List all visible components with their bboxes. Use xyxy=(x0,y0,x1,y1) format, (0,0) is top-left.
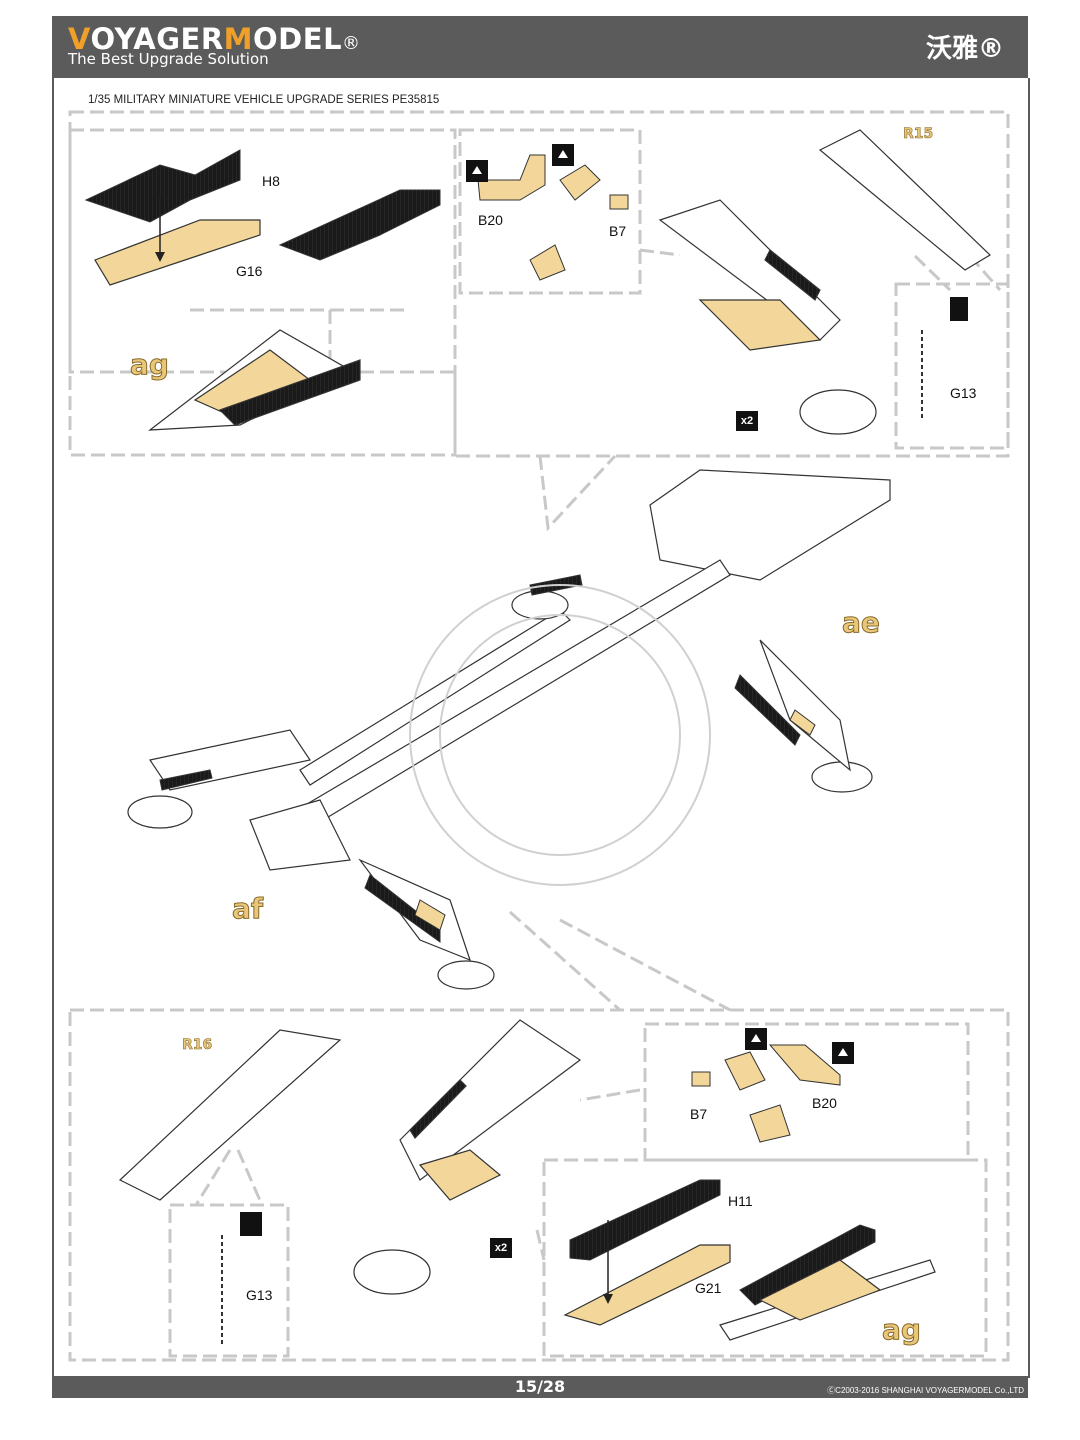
page-frame xyxy=(52,78,1030,1378)
label-b20-top: B20 xyxy=(478,212,503,228)
arrow-up-icon xyxy=(466,144,574,182)
copyright: ⒸC2003-2016 SHANGHAI VOYAGERMODEL Co.,LT… xyxy=(827,1386,1024,1395)
label-g13-bottom: G13 xyxy=(246,1287,273,1303)
label-h11: H11 xyxy=(728,1193,753,1209)
label-ag-bottom: ag xyxy=(882,1313,922,1347)
bottom-detail-frame xyxy=(68,1008,1010,1362)
g21-etched-frame xyxy=(563,1244,731,1326)
label-r15: R15 xyxy=(903,126,934,143)
chassis-plates xyxy=(414,709,816,931)
ag-arm-assembly xyxy=(148,329,361,431)
footer-bar: 15/28 ⒸC2003-2016 SHANGHAI VOYAGERMODEL … xyxy=(52,1376,1028,1398)
label-b20-bottom: B20 xyxy=(812,1095,837,1111)
voyager-watermark xyxy=(409,584,711,886)
multiplier-x2-top: x2 xyxy=(736,411,758,431)
series-title: 1/35 MILITARY MINIATURE VEHICLE UPGRADE … xyxy=(88,94,440,106)
r15-arm xyxy=(818,129,991,271)
ag-arm-bottom xyxy=(719,1259,936,1341)
top-leg-assembly xyxy=(658,199,877,435)
h8-brush-strip xyxy=(84,149,441,261)
label-g16: G16 xyxy=(236,263,263,279)
label-g21: G21 xyxy=(695,1280,722,1296)
page-number: 15/28 xyxy=(514,1377,566,1396)
b7-b20-parts-bottom xyxy=(691,1044,841,1143)
top-detail-frame xyxy=(68,110,1010,458)
brand-logo: VOYAGERMODEL® xyxy=(68,22,361,56)
bottom-leg-assembly xyxy=(353,1019,582,1295)
label-ae: ae xyxy=(842,606,881,640)
tool-icon-bottom xyxy=(240,1212,262,1236)
r16-arm xyxy=(118,1029,342,1201)
b20-b7-parts xyxy=(477,154,629,281)
header-bar: VOYAGERMODEL® The Best Upgrade Solution … xyxy=(52,16,1028,78)
tool-icon xyxy=(950,297,968,321)
multiplier-x2-bottom: x2 xyxy=(490,1238,512,1258)
label-ag-top: ag xyxy=(130,348,170,382)
chinese-brand-logo: 沃雅® xyxy=(925,34,1004,64)
label-b7-bottom: B7 xyxy=(690,1106,708,1122)
g16-etched-frame xyxy=(94,219,261,286)
brand-tagline: The Best Upgrade Solution xyxy=(68,50,269,68)
label-af: af xyxy=(231,892,264,926)
label-h8: H8 xyxy=(262,173,280,189)
label-g13-top: G13 xyxy=(950,385,977,401)
label-r16: R16 xyxy=(182,1037,213,1054)
label-b7-top: B7 xyxy=(609,223,627,239)
